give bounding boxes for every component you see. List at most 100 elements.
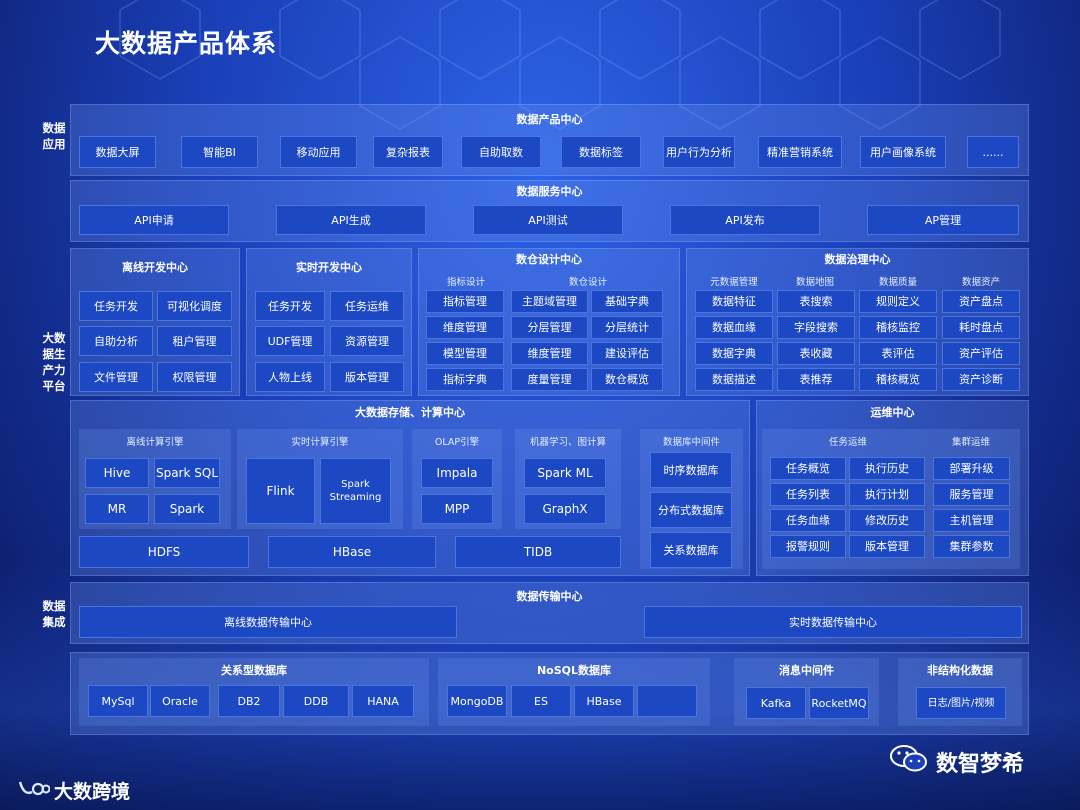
product-item[interactable]: ......	[967, 136, 1019, 168]
product-item[interactable]: 用户行为分析	[663, 136, 735, 168]
rdb-item[interactable]: MySql	[88, 685, 148, 717]
mq-item[interactable]: Kafka	[746, 687, 806, 719]
cluster-ops-item[interactable]: 服务管理	[933, 483, 1010, 506]
product-item[interactable]: 移动应用	[280, 136, 357, 168]
product-item[interactable]: 智能BI	[181, 136, 258, 168]
governance-item[interactable]: 规则定义	[859, 290, 937, 313]
engine-mr[interactable]: MR	[85, 494, 149, 524]
service-item[interactable]: API测试	[473, 205, 623, 235]
realtime-dev-title: 实时开发中心	[247, 259, 411, 275]
rdb-item[interactable]: HANA	[352, 685, 414, 717]
task-ops-item[interactable]: 修改历史	[849, 509, 925, 532]
governance-item[interactable]: 资产盘点	[942, 290, 1020, 313]
engine-spark-ml[interactable]: Spark ML	[524, 458, 606, 488]
offline-dev-item[interactable]: 权限管理	[157, 362, 232, 392]
warehouse-item[interactable]: 指标字典	[426, 368, 504, 391]
governance-item[interactable]: 数据描述	[695, 368, 773, 391]
rdb-item[interactable]: DB2	[218, 685, 280, 717]
warehouse-item[interactable]: 建设评估	[591, 342, 663, 365]
storage-hbase[interactable]: HBase	[268, 536, 436, 568]
cluster-ops-item[interactable]: 部署升级	[933, 457, 1010, 480]
offline-dev-item[interactable]: 可视化调度	[157, 291, 232, 321]
product-item[interactable]: 数据大屏	[79, 136, 156, 168]
cluster-ops-item[interactable]: 主机管理	[933, 509, 1010, 532]
product-item[interactable]: 精准营销系统	[758, 136, 842, 168]
engine-spark-streaming[interactable]: Spark Streaming	[320, 458, 391, 524]
realtime-dev-item[interactable]: 人物上线	[255, 362, 325, 392]
olap-engine-title: OLAP引擎	[412, 434, 502, 448]
engine-flink[interactable]: Flink	[246, 458, 315, 524]
governance-item[interactable]: 稽核监控	[859, 316, 937, 339]
rdb-item[interactable]: DDB	[283, 685, 349, 717]
engine-spark-sql[interactable]: Spark SQL	[154, 458, 220, 488]
warehouse-item[interactable]: 度量管理	[511, 368, 588, 391]
governance-item[interactable]: 数据血缘	[695, 316, 773, 339]
product-item[interactable]: 数据标签	[561, 136, 641, 168]
engine-mpp[interactable]: MPP	[421, 494, 493, 524]
governance-item[interactable]: 表评估	[859, 342, 937, 365]
nosql-item[interactable]	[637, 685, 697, 717]
realtime-dev-item[interactable]: 版本管理	[330, 362, 404, 392]
warehouse-item[interactable]: 分层管理	[511, 316, 588, 339]
engine-hive[interactable]: Hive	[85, 458, 149, 488]
warehouse-item[interactable]: 指标管理	[426, 290, 504, 313]
db-middleware-item[interactable]: 分布式数据库	[650, 492, 732, 528]
realtime-dev-item[interactable]: 资源管理	[330, 326, 404, 356]
engine-graphx[interactable]: GraphX	[524, 494, 606, 524]
governance-item[interactable]: 资产诊断	[942, 368, 1020, 391]
nosql-item[interactable]: ES	[511, 685, 571, 717]
governance-item[interactable]: 稽核概览	[859, 368, 937, 391]
storage-tidb[interactable]: TIDB	[455, 536, 621, 568]
task-ops-item[interactable]: 执行历史	[849, 457, 925, 480]
governance-item[interactable]: 数据特征	[695, 290, 773, 313]
transfer-offline[interactable]: 离线数据传输中心	[79, 606, 457, 638]
warehouse-item[interactable]: 维度管理	[511, 342, 588, 365]
service-item[interactable]: API发布	[670, 205, 820, 235]
warehouse-item[interactable]: 分层统计	[591, 316, 663, 339]
offline-dev-item[interactable]: 文件管理	[79, 362, 153, 392]
service-item[interactable]: AP管理	[867, 205, 1019, 235]
warehouse-item[interactable]: 主题域管理	[511, 290, 588, 313]
nosql-item[interactable]: HBase	[574, 685, 634, 717]
task-ops-item[interactable]: 执行计划	[849, 483, 925, 506]
task-ops-item[interactable]: 报警规则	[770, 535, 846, 558]
warehouse-item[interactable]: 基础字典	[591, 290, 663, 313]
governance-item[interactable]: 表推荐	[777, 368, 855, 391]
governance-item[interactable]: 表搜索	[777, 290, 855, 313]
offline-dev-item[interactable]: 任务开发	[79, 291, 153, 321]
governance-item[interactable]: 字段搜索	[777, 316, 855, 339]
governance-title: 数据治理中心	[687, 251, 1028, 267]
unstructured-item[interactable]: 日志/图片/视频	[916, 687, 1006, 719]
task-ops-item[interactable]: 任务列表	[770, 483, 846, 506]
offline-dev-item[interactable]: 自助分析	[79, 326, 153, 356]
service-item[interactable]: API申请	[79, 205, 229, 235]
storage-hdfs[interactable]: HDFS	[79, 536, 249, 568]
task-ops-item[interactable]: 版本管理	[849, 535, 925, 558]
governance-item[interactable]: 表收藏	[777, 342, 855, 365]
task-ops-item[interactable]: 任务概览	[770, 457, 846, 480]
warehouse-item[interactable]: 模型管理	[426, 342, 504, 365]
warehouse-item[interactable]: 数仓概览	[591, 368, 663, 391]
offline-dev-item[interactable]: 租户管理	[157, 326, 232, 356]
product-item[interactable]: 用户画像系统	[860, 136, 946, 168]
engine-impala[interactable]: Impala	[421, 458, 493, 488]
nosql-item[interactable]: MongoDB	[447, 685, 507, 717]
realtime-dev-item[interactable]: 任务运维	[330, 291, 404, 321]
warehouse-item[interactable]: 维度管理	[426, 316, 504, 339]
engine-spark[interactable]: Spark	[154, 494, 220, 524]
governance-item[interactable]: 资产评估	[942, 342, 1020, 365]
transfer-realtime[interactable]: 实时数据传输中心	[644, 606, 1022, 638]
realtime-dev-item[interactable]: 任务开发	[255, 291, 325, 321]
realtime-dev-item[interactable]: UDF管理	[255, 326, 325, 356]
mq-item[interactable]: RocketMQ	[809, 687, 869, 719]
governance-item[interactable]: 耗时盘点	[942, 316, 1020, 339]
service-item[interactable]: API生成	[276, 205, 426, 235]
governance-item[interactable]: 数据字典	[695, 342, 773, 365]
product-item[interactable]: 复杂报表	[373, 136, 443, 168]
db-middleware-item[interactable]: 时序数据库	[650, 452, 732, 488]
product-item[interactable]: 自助取数	[461, 136, 541, 168]
db-middleware-item[interactable]: 关系数据库	[650, 532, 732, 568]
task-ops-item[interactable]: 任务血缘	[770, 509, 846, 532]
cluster-ops-item[interactable]: 集群参数	[933, 535, 1010, 558]
rdb-item[interactable]: Oracle	[150, 685, 210, 717]
